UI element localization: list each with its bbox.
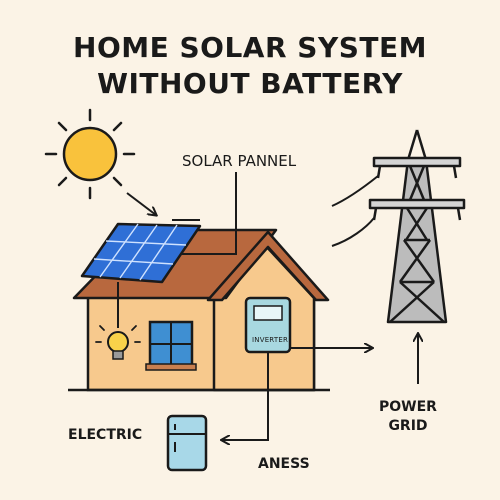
sun-to-panel-arrow (126, 192, 156, 215)
house-window (145, 320, 197, 371)
power-tower-icon (368, 129, 466, 324)
diagram-title: HOME SOLAR SYSTEM WITHOUT BATTERY (0, 30, 500, 102)
title-line-2: WITHOUT BATTERY (97, 67, 403, 100)
inverter-to-fridge-arrow (222, 352, 269, 440)
refrigerator-icon (166, 414, 208, 472)
power-lines (331, 175, 379, 247)
electric-label: ELECTRIC (68, 427, 143, 443)
sun-icon (44, 108, 136, 200)
solar-panel-leader (180, 172, 237, 255)
lightbulb-icon (95, 282, 141, 360)
title-line-1: HOME SOLAR SYSTEM (73, 31, 427, 64)
power-grid-label: POWER GRID (378, 398, 438, 436)
power-grid-label-line-1: POWER (379, 399, 437, 415)
power-grid-label-line-2: GRID (388, 418, 428, 434)
solar-panel-label: SOLAR PANNEL (182, 152, 297, 170)
inverter-label: INVERTER (252, 336, 289, 344)
inverter-icon (244, 296, 292, 354)
solar-panel-icon (80, 219, 202, 284)
aness-label: ANESS (258, 456, 310, 472)
